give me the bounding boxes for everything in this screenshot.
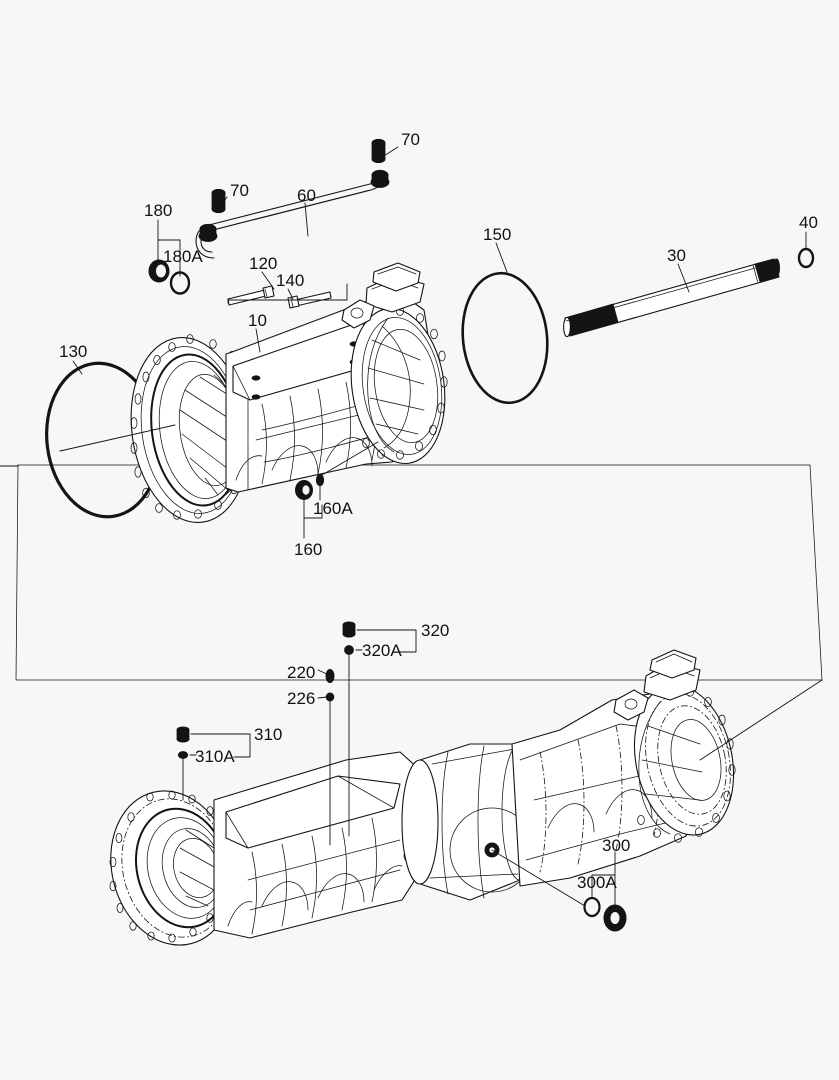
callout-320A: 320A — [362, 641, 402, 660]
part-plug-160 — [295, 480, 313, 500]
part-filler-plug-washer-310A — [177, 751, 189, 759]
part-axle-housing-assembly-lower — [109, 649, 736, 946]
callout-300A: 300A — [577, 873, 617, 892]
part-axle-shaft-tube-30 — [563, 258, 780, 338]
leader-lines-upper — [0, 146, 807, 539]
part-dowel-pin-220 — [325, 669, 335, 683]
part-washer-160A — [315, 473, 325, 487]
callout-150: 150 — [483, 225, 512, 244]
callout-320: 320 — [421, 621, 450, 640]
carrier-bolt-bosses — [362, 306, 448, 460]
part-nut-70-left — [211, 188, 226, 214]
callout-160A: 160A — [313, 499, 353, 518]
lower-right-carrier — [613, 649, 736, 843]
lower-diff-drum — [401, 743, 539, 901]
part-bushing-180 — [148, 259, 170, 283]
part-level-plug-washer-320A — [344, 645, 354, 655]
callout-60: 60 — [297, 186, 316, 205]
housing-right-carrier — [341, 262, 448, 465]
callout-300: 300 — [602, 836, 631, 855]
part-drain-plug-washer-300A — [583, 896, 601, 918]
callout-180: 180 — [144, 201, 173, 220]
callout-10: 10 — [248, 311, 267, 330]
part-tube-fitting-on-tube-left — [198, 223, 218, 242]
part-bolt-140 — [287, 291, 332, 309]
lower-left-tube — [213, 751, 425, 939]
part-nut-70-right — [371, 138, 386, 164]
callout-40: 40 — [799, 213, 818, 232]
callout-70-top: 70 — [401, 130, 420, 149]
part-drain-plug-300 — [603, 904, 627, 932]
part-level-plug-320 — [342, 621, 356, 638]
callout-130: 130 — [59, 342, 88, 361]
part-tube-fitting-on-tube-right — [370, 169, 390, 188]
callout-310: 310 — [254, 725, 283, 744]
callout-160: 160 — [294, 540, 323, 559]
part-o-ring-40 — [797, 247, 815, 269]
callout-226: 226 — [287, 689, 316, 708]
leader-lines-lower — [182, 629, 823, 907]
part-axle-housing-10 — [130, 262, 448, 523]
part-bolt-120 — [227, 285, 275, 306]
callout-70-left: 70 — [230, 181, 249, 200]
callout-140: 140 — [276, 271, 305, 290]
part-o-ring-150 — [461, 271, 549, 405]
callout-220: 220 — [287, 663, 316, 682]
callout-30: 30 — [667, 246, 686, 265]
callout-310A: 310A — [195, 747, 235, 766]
callout-180A: 180A — [163, 247, 203, 266]
callout-120: 120 — [249, 254, 278, 273]
part-filler-plug-310 — [176, 726, 190, 743]
